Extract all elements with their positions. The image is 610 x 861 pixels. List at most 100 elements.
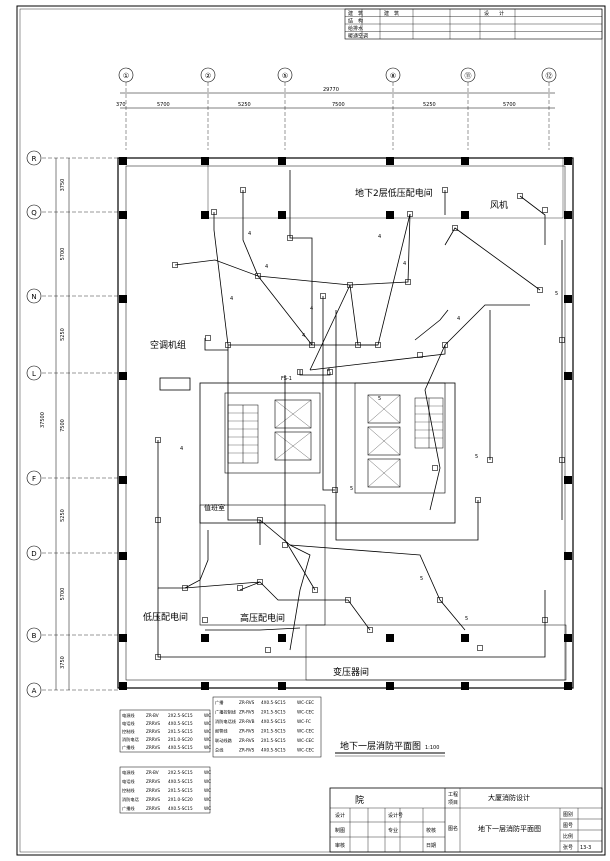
legend-cell: 2X1.5-SC15: [168, 788, 193, 793]
fire-device: [309, 342, 315, 348]
fire-device: [542, 617, 548, 623]
column: [461, 682, 469, 690]
column: [564, 157, 572, 165]
fire-device: [542, 207, 548, 213]
building-outline: [117, 157, 574, 689]
column: [201, 211, 209, 219]
fire-device: [417, 352, 423, 358]
column: [119, 634, 127, 642]
axis-y-total: 37500: [40, 412, 46, 428]
legend-cell: ZRRVS: [146, 779, 160, 784]
fire-device: [155, 517, 161, 523]
axis-y-bubble: [26, 288, 42, 304]
legend-cell: WC-CEC: [297, 738, 314, 743]
fire-device: [257, 517, 263, 523]
legend-cell: WC-FC: [297, 719, 311, 724]
wire-count: 4: [378, 234, 381, 240]
fire-device: [282, 542, 288, 548]
column: [564, 682, 572, 690]
legend-cell: WC: [204, 779, 211, 784]
column: [278, 157, 286, 165]
column: [461, 634, 469, 642]
fire-device: [347, 282, 353, 288]
legend-cell: ZR-RVS: [239, 700, 255, 705]
tb-drawing-label: 图名: [448, 825, 458, 832]
legend-cell: 广播: [215, 699, 224, 706]
axis-y-bubble: [26, 627, 42, 643]
column: [119, 157, 127, 165]
fire-device: [432, 465, 438, 471]
tb-right-3: 比例: [563, 833, 573, 840]
wire-count: 4: [310, 306, 313, 312]
axis-y-bubble: [26, 365, 42, 381]
legend-cell: 消防电话: [122, 796, 139, 803]
legend-cell: ZR-BV: [146, 770, 159, 775]
legend-cell: ZR-RVS: [239, 729, 255, 734]
axis-x-bubble: [460, 67, 476, 83]
sheet-inner-border: [19, 8, 603, 853]
axis-y-bubble: [26, 682, 42, 698]
legend-cell: WC-CEC: [297, 729, 314, 734]
room-low-voltage: 低压配电间: [143, 611, 188, 623]
fire-device: [332, 487, 338, 493]
legend-cell: 4X0.5-SC15: [168, 806, 193, 811]
legend-cell: WC: [204, 770, 211, 775]
axis-x-label: ⑤: [282, 72, 288, 80]
fire-device: [355, 342, 361, 348]
axis-x-label: ⑧: [390, 72, 396, 80]
axis-x-total: 29770: [323, 87, 339, 93]
legend-cell: 消防电话线: [215, 718, 237, 725]
fire-device: [320, 293, 326, 299]
legend-cell: ZRRVS: [146, 806, 160, 811]
fire-device: [477, 645, 483, 651]
legend-cell: 电话线: [122, 720, 135, 727]
fire-device: [475, 497, 481, 503]
column: [386, 211, 394, 219]
tb-right-1: 图别: [563, 811, 573, 818]
legend-cell: 2X2.5-SC15: [168, 770, 193, 775]
rev-header: 设 计: [484, 10, 504, 17]
axis-x-span-3: 7500: [332, 102, 345, 108]
axis-x-bubble: [541, 67, 557, 83]
column: [564, 476, 572, 484]
wire-count: 5: [420, 576, 423, 582]
axis-y-label: N: [31, 293, 36, 301]
legend-cell: 2X1.0-SC20: [168, 737, 193, 742]
wire-count: 4: [457, 316, 460, 322]
legend-cell: ZR-BV: [146, 713, 159, 718]
axis-x-span-2: 5250: [238, 102, 251, 108]
legend-cell: WC: [204, 737, 211, 742]
legend-cell: ZRRVS: [146, 737, 160, 742]
room-low-voltage-b2: 地下2层低压配电间: [355, 187, 433, 199]
legend-cell: 控制线: [122, 787, 135, 794]
column: [386, 634, 394, 642]
axis-x-bubble: [200, 67, 216, 83]
stair-left: [227, 404, 259, 464]
legend-cell: ZRRVS: [146, 745, 160, 750]
fire-device: [559, 337, 565, 343]
legend-cell: 2X2.5-SC15: [168, 713, 193, 718]
axis-y-span: 5250: [60, 328, 66, 341]
legend-cell: ZRRVS: [146, 788, 160, 793]
room-ac-unit: 空调机组: [150, 339, 186, 351]
legend-cell: 广播线: [122, 744, 135, 751]
axis-y-label: D: [31, 550, 36, 558]
column: [278, 211, 286, 219]
axis-y-bubble: [26, 150, 42, 166]
wire-count: 5: [555, 291, 558, 297]
revision-table: 建 筑 结 构 给排水 暖通空调 设 计 建 筑: [344, 8, 603, 40]
fire-device: [327, 369, 333, 375]
wire-count: 5: [350, 486, 353, 492]
fire-wiring: [157, 170, 563, 658]
legend-cell: WC: [204, 745, 211, 750]
axis-y-label: B: [32, 632, 37, 640]
wire-count: 5: [378, 396, 381, 402]
legend-cell: WC-CEC: [297, 710, 314, 715]
legend-cell: WC-CEC: [297, 748, 314, 753]
fire-device: [442, 342, 448, 348]
legend-cell: WC: [204, 806, 211, 811]
column: [461, 157, 469, 165]
